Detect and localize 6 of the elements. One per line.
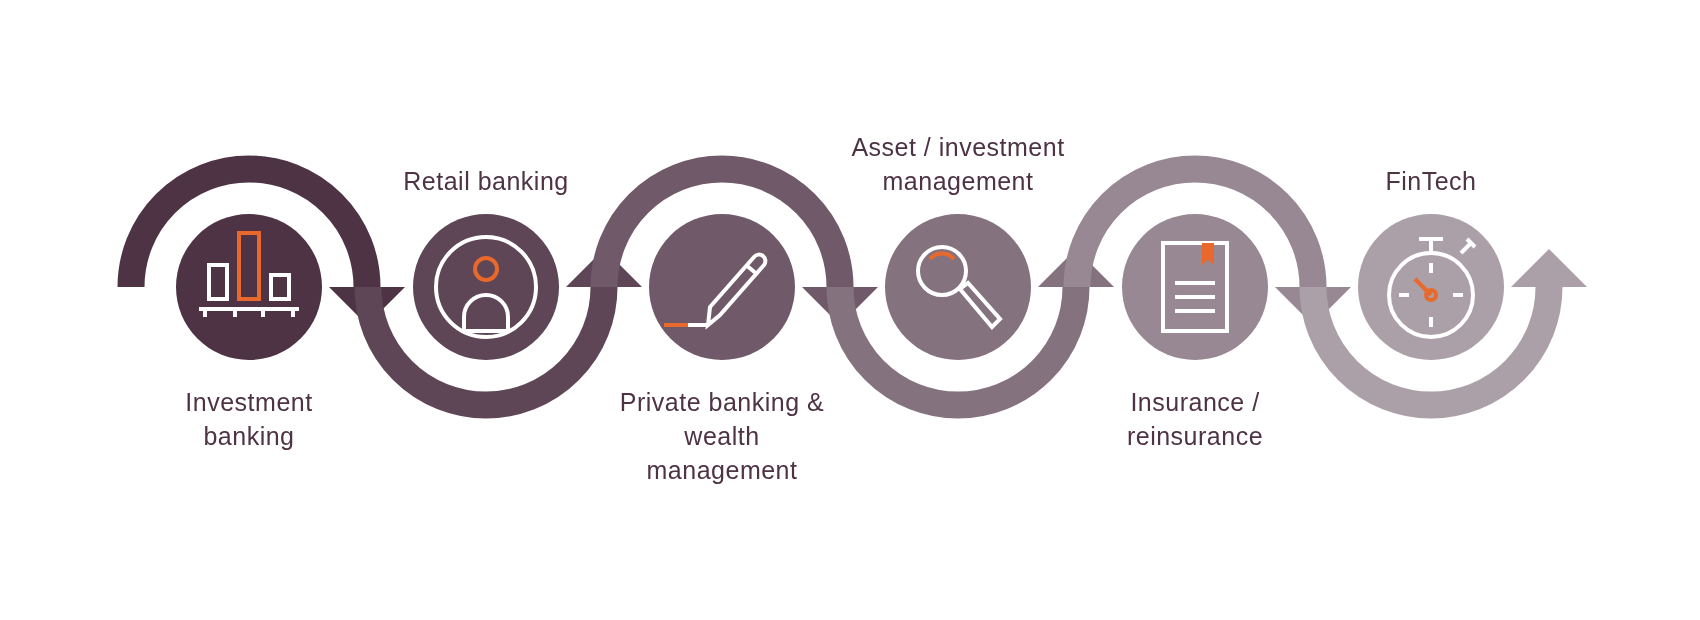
step-label: Investment banking: [184, 387, 314, 452]
step-label: Private banking & wealth management: [619, 387, 825, 486]
step-label: FinTech: [1385, 166, 1477, 197]
step-label: Asset / investment management: [850, 132, 1066, 197]
step-label: Insurance / reinsurance: [1125, 387, 1265, 452]
step-label: Retail banking: [403, 166, 569, 197]
